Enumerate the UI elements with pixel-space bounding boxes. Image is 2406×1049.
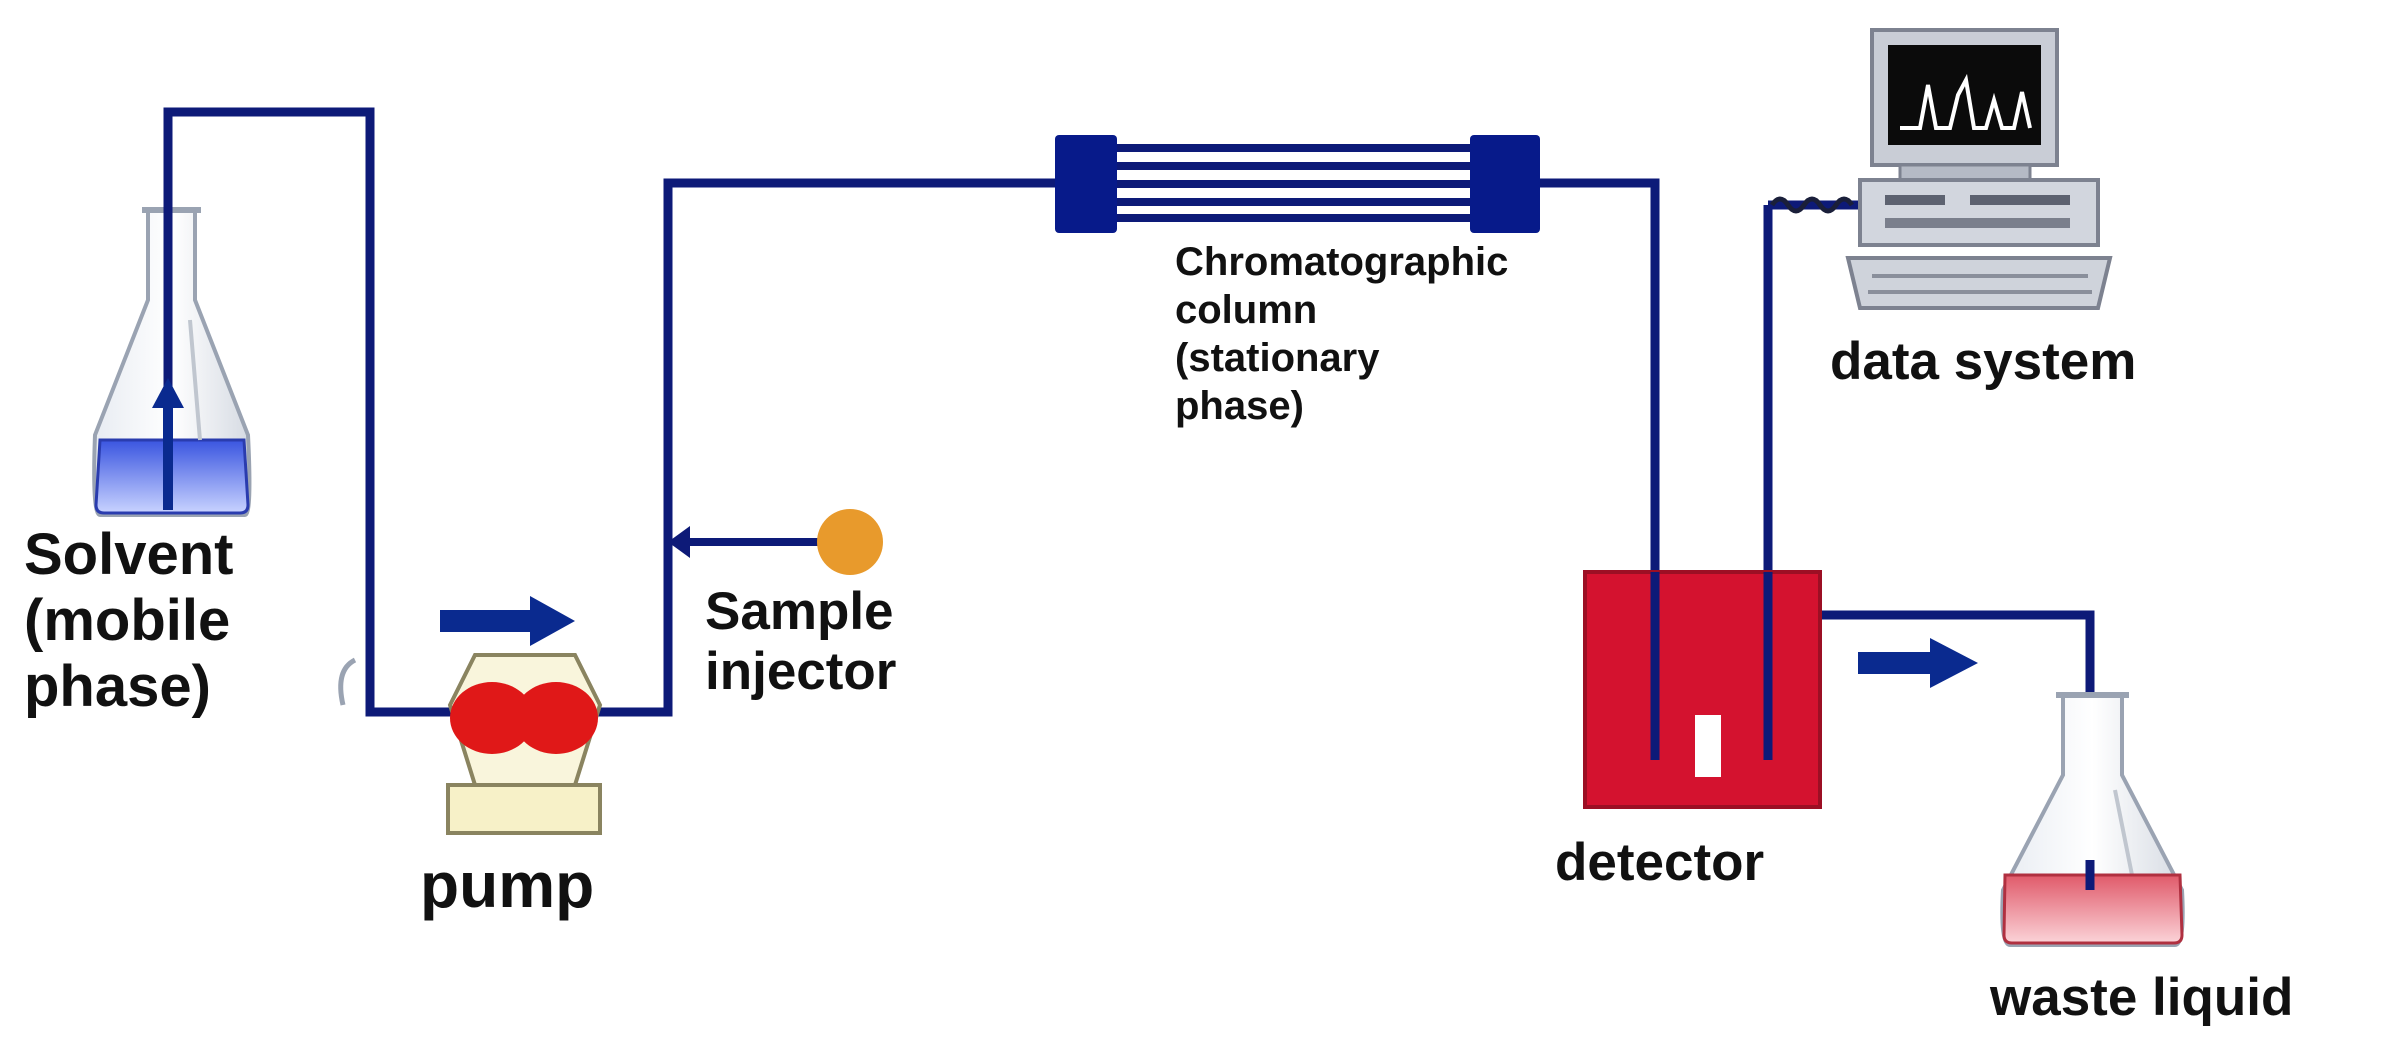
tubing-pump-to-column	[580, 178, 1060, 717]
waste-flow-arrow-icon	[1858, 638, 1978, 688]
data-system-label: data system	[1830, 332, 2137, 391]
monitor-trace	[1900, 73, 2032, 130]
detector-window	[1695, 715, 1721, 777]
computer-icon	[1845, 28, 2113, 310]
cable-coil	[1769, 196, 1855, 214]
uptake-arrow-icon	[152, 378, 184, 510]
pump-base	[446, 783, 602, 835]
waste-liquid	[2002, 873, 2184, 945]
column-icon	[1055, 135, 1540, 233]
solvent-label: Solvent (mobile phase)	[24, 522, 234, 719]
flow-arrow-icon	[440, 596, 575, 646]
waste-flask-icon	[2000, 692, 2185, 947]
tubing-column-to-detector	[1540, 178, 1660, 565]
column-cap-right	[1470, 135, 1540, 233]
pump-icon	[446, 653, 603, 835]
connector-loop	[338, 657, 357, 706]
sample-injector-label: Sample injector	[705, 582, 897, 701]
detector-label: detector	[1555, 833, 1765, 892]
computer-case	[1858, 178, 2100, 247]
pump-head-right	[514, 682, 598, 754]
tubing-solvent-to-pump	[163, 107, 460, 717]
column-label: Chromatographic column (stationary phase…	[1175, 240, 1509, 428]
column-cap-left	[1055, 135, 1117, 233]
waste-liquid-label: waste liquid	[1990, 968, 2294, 1027]
pump-head-left	[450, 682, 534, 754]
injection-port-icon	[668, 509, 883, 575]
pump-label: pump	[420, 849, 595, 921]
detector-icon	[1583, 570, 1822, 809]
keyboard	[1845, 256, 2113, 310]
